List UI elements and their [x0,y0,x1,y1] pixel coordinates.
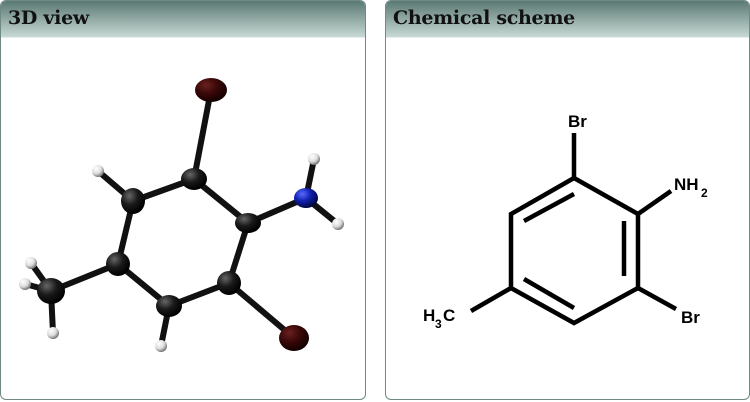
nitrogen-atom [294,188,318,208]
hydrogen-atom [92,165,104,177]
chemical-structure: Br NH 2 Br H 3 C [423,112,708,331]
carbon-atom [37,278,65,304]
carbon-atom [235,213,261,233]
carbon-atom [156,295,182,317]
atom-label-br-top: Br [568,112,587,131]
hydrogen-atom [332,218,344,230]
atom-label-br-bottom: Br [681,308,700,327]
atom-label-nh: NH [674,175,699,194]
carbon-atom [121,188,145,214]
hydrogen-atom [25,257,37,269]
panel-title: 3D view [8,7,89,29]
carbon-atom [217,271,241,295]
hydrogen-atom [47,327,59,339]
structure-bonds [469,133,678,326]
chemical-scheme-panel: Chemical scheme Br NH 2 Br H 3 C [385,0,750,400]
panel-title: Chemical scheme [393,7,575,29]
carbon-atom [106,252,130,276]
molecule-3d-viewer[interactable] [1,1,366,400]
atom-label-nh-subscript: 2 [701,186,708,200]
bromine-atom [279,325,309,351]
atom-label-c: C [443,306,455,325]
atom-label-h-subscript: 3 [435,317,442,331]
bromine-atom [195,78,227,102]
atom-label-h: H [423,306,435,325]
panel-header: 3D view [1,1,365,38]
atoms [19,78,344,352]
panel-header: Chemical scheme [386,1,749,38]
hydrogen-atom [308,153,320,165]
3d-view-panel: 3D view [0,0,366,400]
carbon-atom [181,168,207,190]
hydrogen-atom [155,340,167,352]
hydrogen-atom [19,278,31,290]
